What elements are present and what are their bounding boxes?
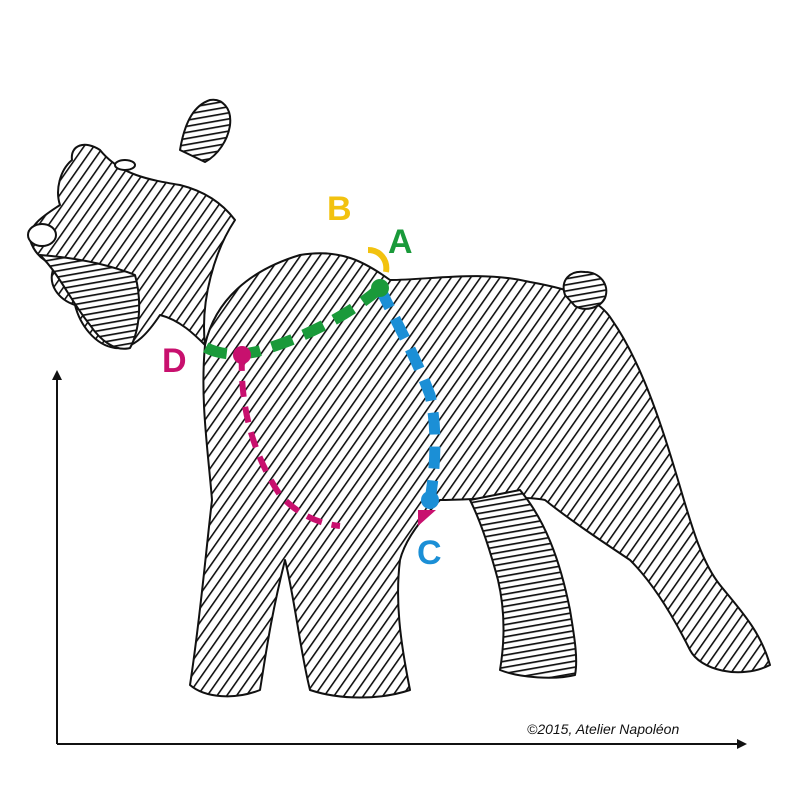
- point-a-label: A: [388, 223, 413, 261]
- point-d-label: D: [162, 342, 187, 380]
- copyright-text: ©2015, Atelier Napoléon: [527, 721, 680, 737]
- dog-ear: [179, 98, 232, 163]
- measure-arc-yellow: [367, 247, 390, 273]
- measurement-lines: [202, 247, 441, 529]
- point-d-dot: [233, 346, 251, 364]
- point-b-label: B: [327, 190, 352, 228]
- measure-line-blue: [375, 285, 441, 501]
- point-c-label: C: [417, 534, 442, 572]
- dog-hind-leg: [469, 489, 578, 679]
- dog-nose: [27, 223, 57, 247]
- point-a-dot: [371, 279, 389, 297]
- dog-eye: [114, 159, 136, 171]
- dog-beard: [39, 254, 141, 350]
- dog-body: [189, 252, 771, 699]
- measure-line-magenta: [238, 354, 341, 529]
- measure-line-green: [202, 283, 384, 360]
- point-c-marker-magenta: [418, 510, 436, 526]
- dog-illustration: [27, 98, 771, 699]
- dog-tail: [562, 270, 608, 310]
- point-c-dot: [421, 491, 439, 509]
